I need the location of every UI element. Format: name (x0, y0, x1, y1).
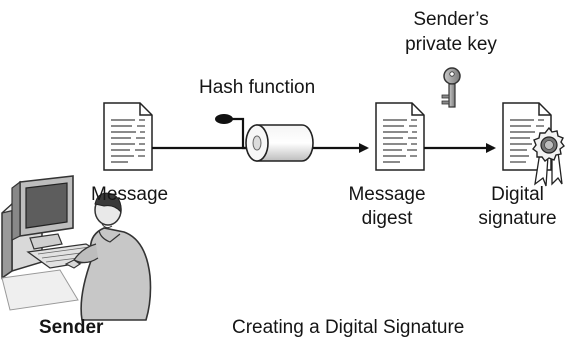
seal-icon (532, 126, 565, 162)
digital-signature-label-line1: Digital (491, 184, 544, 205)
sender-private-key-label-line2: private key (405, 34, 497, 55)
diagram-caption: Creating a Digital Signature (232, 317, 465, 338)
message-document-icon (103, 102, 153, 171)
private-key-icon (441, 67, 461, 108)
hash-function-label: Hash function (199, 77, 316, 98)
message-digest-document-icon (375, 102, 425, 171)
sender-computer-user-icon (1, 175, 152, 321)
message-label: Message (91, 184, 169, 205)
digital-signature-document-icon (502, 102, 565, 187)
digital-signature-label-line2: signature (478, 208, 557, 229)
message-digest-label-line2: digest (361, 208, 413, 229)
sender-private-key-label-line1: Sender’s (413, 9, 489, 30)
hash-function-cylinder-icon (245, 124, 314, 162)
sender-label: Sender (39, 317, 104, 338)
message-digest-label-line1: Message (348, 184, 426, 205)
desk-surface (1, 269, 79, 311)
hash-input-plug-icon (215, 114, 249, 150)
